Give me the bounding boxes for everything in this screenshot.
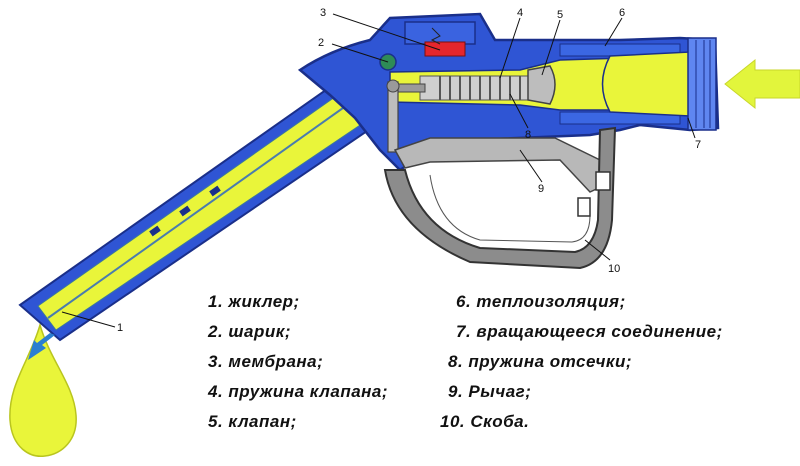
- legend-label: Рычаг;: [468, 382, 532, 401]
- fuel-drop: [9, 322, 77, 457]
- callout-2: 2: [318, 37, 324, 49]
- callout-7: 7: [695, 139, 701, 151]
- legend-label: клапан;: [228, 412, 297, 431]
- legend-label: шарик;: [228, 322, 292, 341]
- connector-thread-lines: [695, 40, 711, 128]
- legend-number: 1.: [208, 292, 224, 311]
- legend-label: пружина отсечки;: [468, 352, 633, 371]
- connector-thread: [687, 37, 717, 131]
- rotating-connector: [601, 51, 691, 117]
- valve-spring: [419, 75, 531, 101]
- membrane-spring: [430, 27, 441, 45]
- callout-8: 8: [525, 129, 531, 141]
- legend-item-2: 2. шарик;: [208, 322, 291, 342]
- legend-label: жиклер;: [228, 292, 300, 311]
- outflow-arrow: [28, 333, 55, 360]
- legend-number: 5.: [208, 412, 224, 431]
- spout-ribs: [149, 185, 221, 237]
- legend-number: 7.: [456, 322, 472, 341]
- legend-item-7: 7. вращающееся соединение;: [456, 322, 723, 342]
- callout-1: 1: [117, 322, 123, 334]
- membrane: [424, 41, 466, 57]
- legend-number: 4.: [208, 382, 224, 401]
- spout-inner-tube: [47, 102, 351, 319]
- callout-10: 10: [608, 263, 620, 275]
- legend-item-9: 9. Рычаг;: [448, 382, 531, 402]
- lever: [393, 137, 606, 193]
- callout-9: 9: [538, 183, 544, 195]
- legend-item-5: 5. клапан;: [208, 412, 297, 432]
- legend-number: 10.: [440, 412, 466, 431]
- legend-item-8: 8. пружина отсечки;: [448, 352, 632, 372]
- legend-number: 6.: [456, 292, 472, 311]
- legend-item-3: 3. мембрана;: [208, 352, 323, 372]
- legend-label: пружина клапана;: [228, 382, 389, 401]
- inflow-arrow: [724, 58, 800, 110]
- legend-item-10: 10. Скоба.: [440, 412, 529, 432]
- legend-number: 2.: [208, 322, 224, 341]
- legend-item-1: 1. жиклер;: [208, 292, 300, 312]
- legend-label: мембрана;: [228, 352, 324, 371]
- leader-lines: [61, 13, 696, 328]
- guard-latch: [595, 171, 611, 191]
- legend-number: 3.: [208, 352, 224, 371]
- legend-label: теплоизоляция;: [476, 292, 626, 311]
- trigger-guard-inner: [429, 174, 591, 243]
- callout-5: 5: [557, 9, 563, 21]
- legend-number: 8.: [448, 352, 464, 371]
- callout-3: 3: [320, 7, 326, 19]
- legend-item-4: 4. пружина клапана;: [208, 382, 388, 402]
- callout-4: 4: [517, 7, 523, 19]
- membrane-cap: [404, 21, 476, 45]
- legend-item-6: 6. теплоизоляция;: [456, 292, 626, 312]
- lever-pivot: [386, 79, 400, 93]
- callout-6: 6: [619, 7, 625, 19]
- trigger-guard: [383, 126, 617, 270]
- guard-catch: [577, 197, 591, 217]
- legend-label: Скоба.: [470, 412, 530, 431]
- legend-label: вращающееся соединение;: [476, 322, 723, 341]
- legend-number: 9.: [448, 382, 464, 401]
- valve: [527, 65, 556, 105]
- shutoff-spring: [394, 83, 426, 93]
